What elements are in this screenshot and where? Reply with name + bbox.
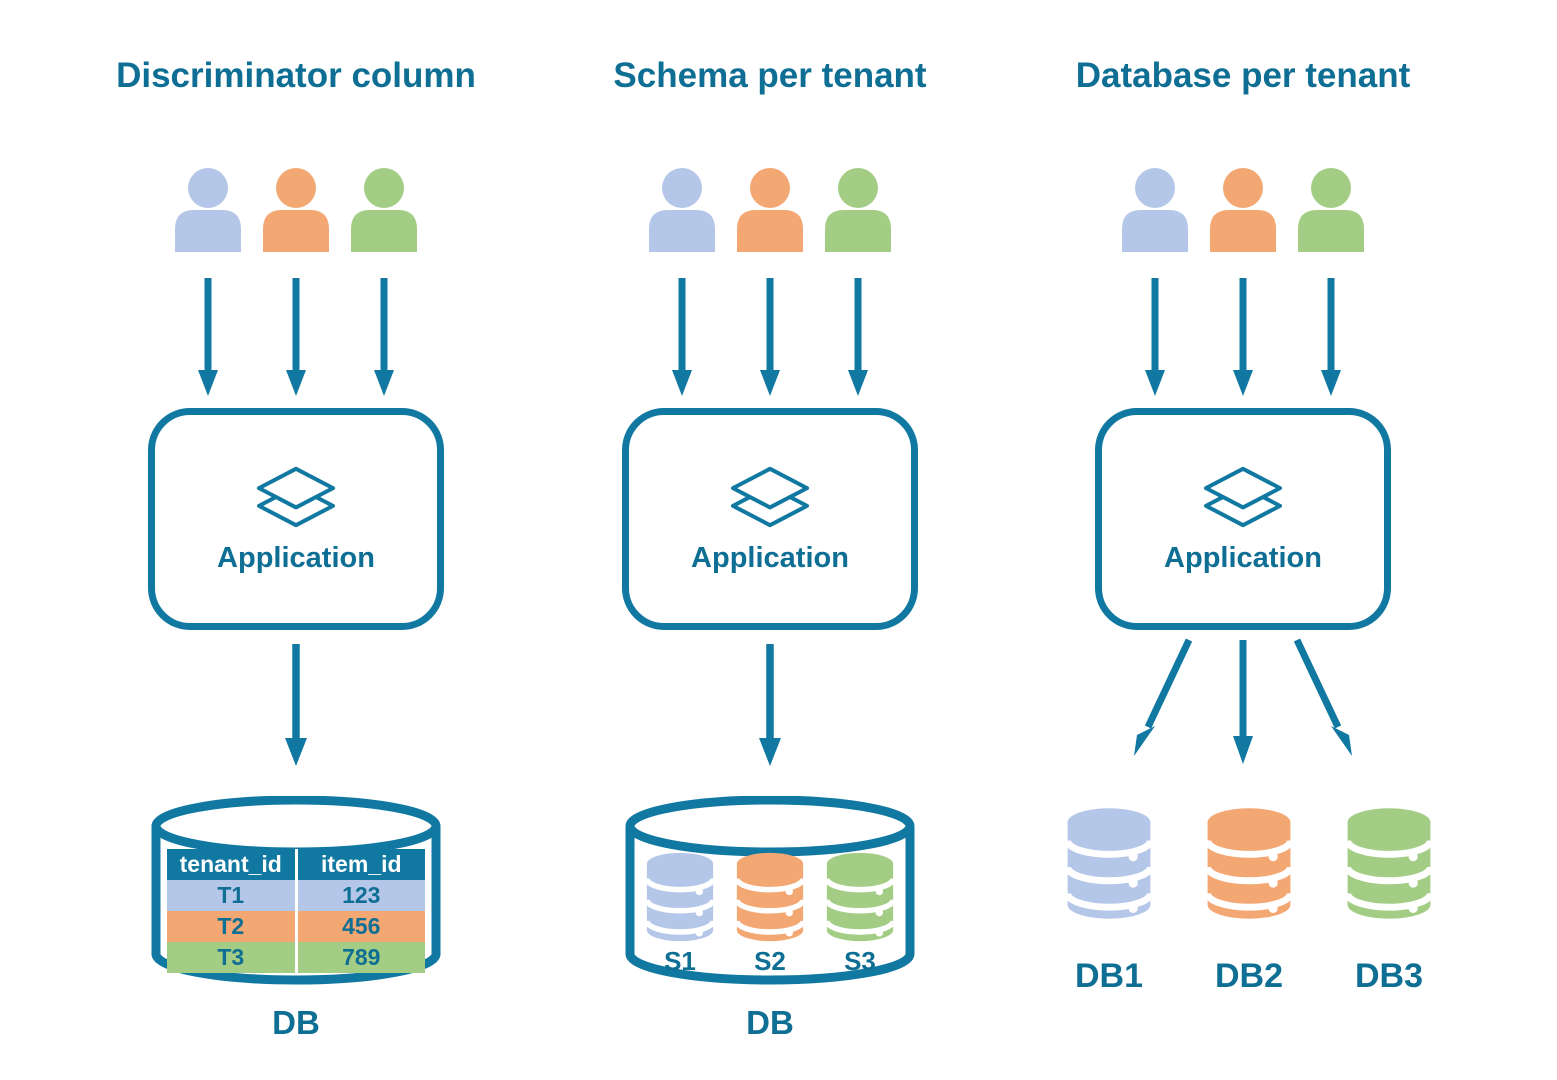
layers-icon (1203, 466, 1283, 527)
schema-label: S1 (664, 946, 696, 976)
database-item: DB2 (1203, 806, 1295, 996)
user-icon (351, 168, 417, 252)
database-label: DB2 (1214, 957, 1284, 995)
down-arrow-icon (848, 278, 868, 396)
schema-item: S2 (733, 851, 807, 977)
schema-item: S3 (823, 851, 897, 977)
application-box: Application (1095, 408, 1391, 630)
table-row: T2 456 (167, 911, 425, 942)
user-icon (1210, 168, 1276, 252)
schema-database-icon (824, 852, 896, 942)
table-cell: 456 (294, 911, 425, 942)
down-arrow-icon (760, 278, 780, 396)
schema-item: S1 (643, 851, 717, 977)
down-arrow-icon (1233, 278, 1253, 396)
database-icon (1204, 808, 1294, 919)
table-cell: 789 (294, 942, 425, 973)
table-cell: T3 (217, 944, 245, 970)
table-cell: 123 (294, 880, 425, 911)
column-title: Discriminator column (116, 56, 476, 95)
table-cell: T1 (217, 882, 245, 908)
table-row: T1 123 (167, 880, 425, 911)
user-to-app-arrows (1006, 278, 1480, 396)
tenant-table: tenant_id item_id T1 123 T2 456 T3 (167, 849, 425, 973)
table-cell: T2 (217, 913, 245, 939)
layers-icon (730, 466, 810, 527)
down-arrow-icon (672, 278, 692, 396)
down-arrow-icon (1145, 278, 1165, 396)
application-label: Application (691, 541, 849, 574)
table-header-cell: tenant_id (167, 849, 296, 880)
user-icon (175, 168, 241, 252)
schema-database-icon (734, 852, 806, 942)
schemas-row: S1 S2 (622, 851, 918, 977)
user-icon (263, 168, 329, 252)
table-header-cell: item_id (294, 849, 425, 880)
schema-label: S3 (844, 946, 876, 976)
column-title: Schema per tenant (613, 56, 927, 95)
db-caption: DB (272, 1004, 320, 1041)
tenant-users-row (533, 168, 1007, 252)
column-discriminator: Discriminator column (59, 0, 533, 1080)
down-arrow-icon (198, 278, 218, 396)
database-icon (1344, 808, 1434, 919)
down-arrow-icon (1321, 278, 1341, 396)
database-label: DB1 (1074, 957, 1144, 995)
table-header-row: tenant_id item_id (167, 849, 425, 880)
application-box: Application (622, 408, 918, 630)
column-title: Database per tenant (1075, 56, 1411, 95)
tenant-users-row (59, 168, 533, 252)
schema-label: S2 (754, 946, 786, 976)
column-database: Database per tenant (1006, 0, 1480, 1080)
schema-database-icon (644, 852, 716, 942)
tenant-table-wrap: tenant_id item_id T1 123 T2 456 T3 (167, 849, 425, 973)
layers-icon (256, 466, 336, 527)
database-icon (1064, 808, 1154, 919)
db-caption: DB (746, 1004, 794, 1041)
table-row: T3 789 (167, 942, 425, 973)
databases-row: DB1 DB2 (1012, 806, 1486, 996)
application-box: Application (148, 408, 444, 630)
user-to-app-arrows (59, 278, 533, 396)
tenant-users-row (1006, 168, 1480, 252)
column-schema: Schema per tenant (533, 0, 1007, 1080)
application-label: Application (1164, 541, 1322, 574)
database-item: DB1 (1063, 806, 1155, 996)
app-to-databases-fan-arrows (1134, 638, 1352, 764)
user-icon (1298, 168, 1364, 252)
user-icon (825, 168, 891, 252)
user-icon (737, 168, 803, 252)
user-to-app-arrows (533, 278, 1007, 396)
application-label: Application (217, 541, 375, 574)
user-icon (1122, 168, 1188, 252)
database-label: DB3 (1354, 957, 1424, 995)
app-to-db-arrow-icon (759, 644, 781, 766)
down-arrow-icon (286, 278, 306, 396)
down-arrow-icon (374, 278, 394, 396)
database-item: DB3 (1343, 806, 1435, 996)
app-to-db-arrow-icon (285, 644, 307, 766)
user-icon (649, 168, 715, 252)
